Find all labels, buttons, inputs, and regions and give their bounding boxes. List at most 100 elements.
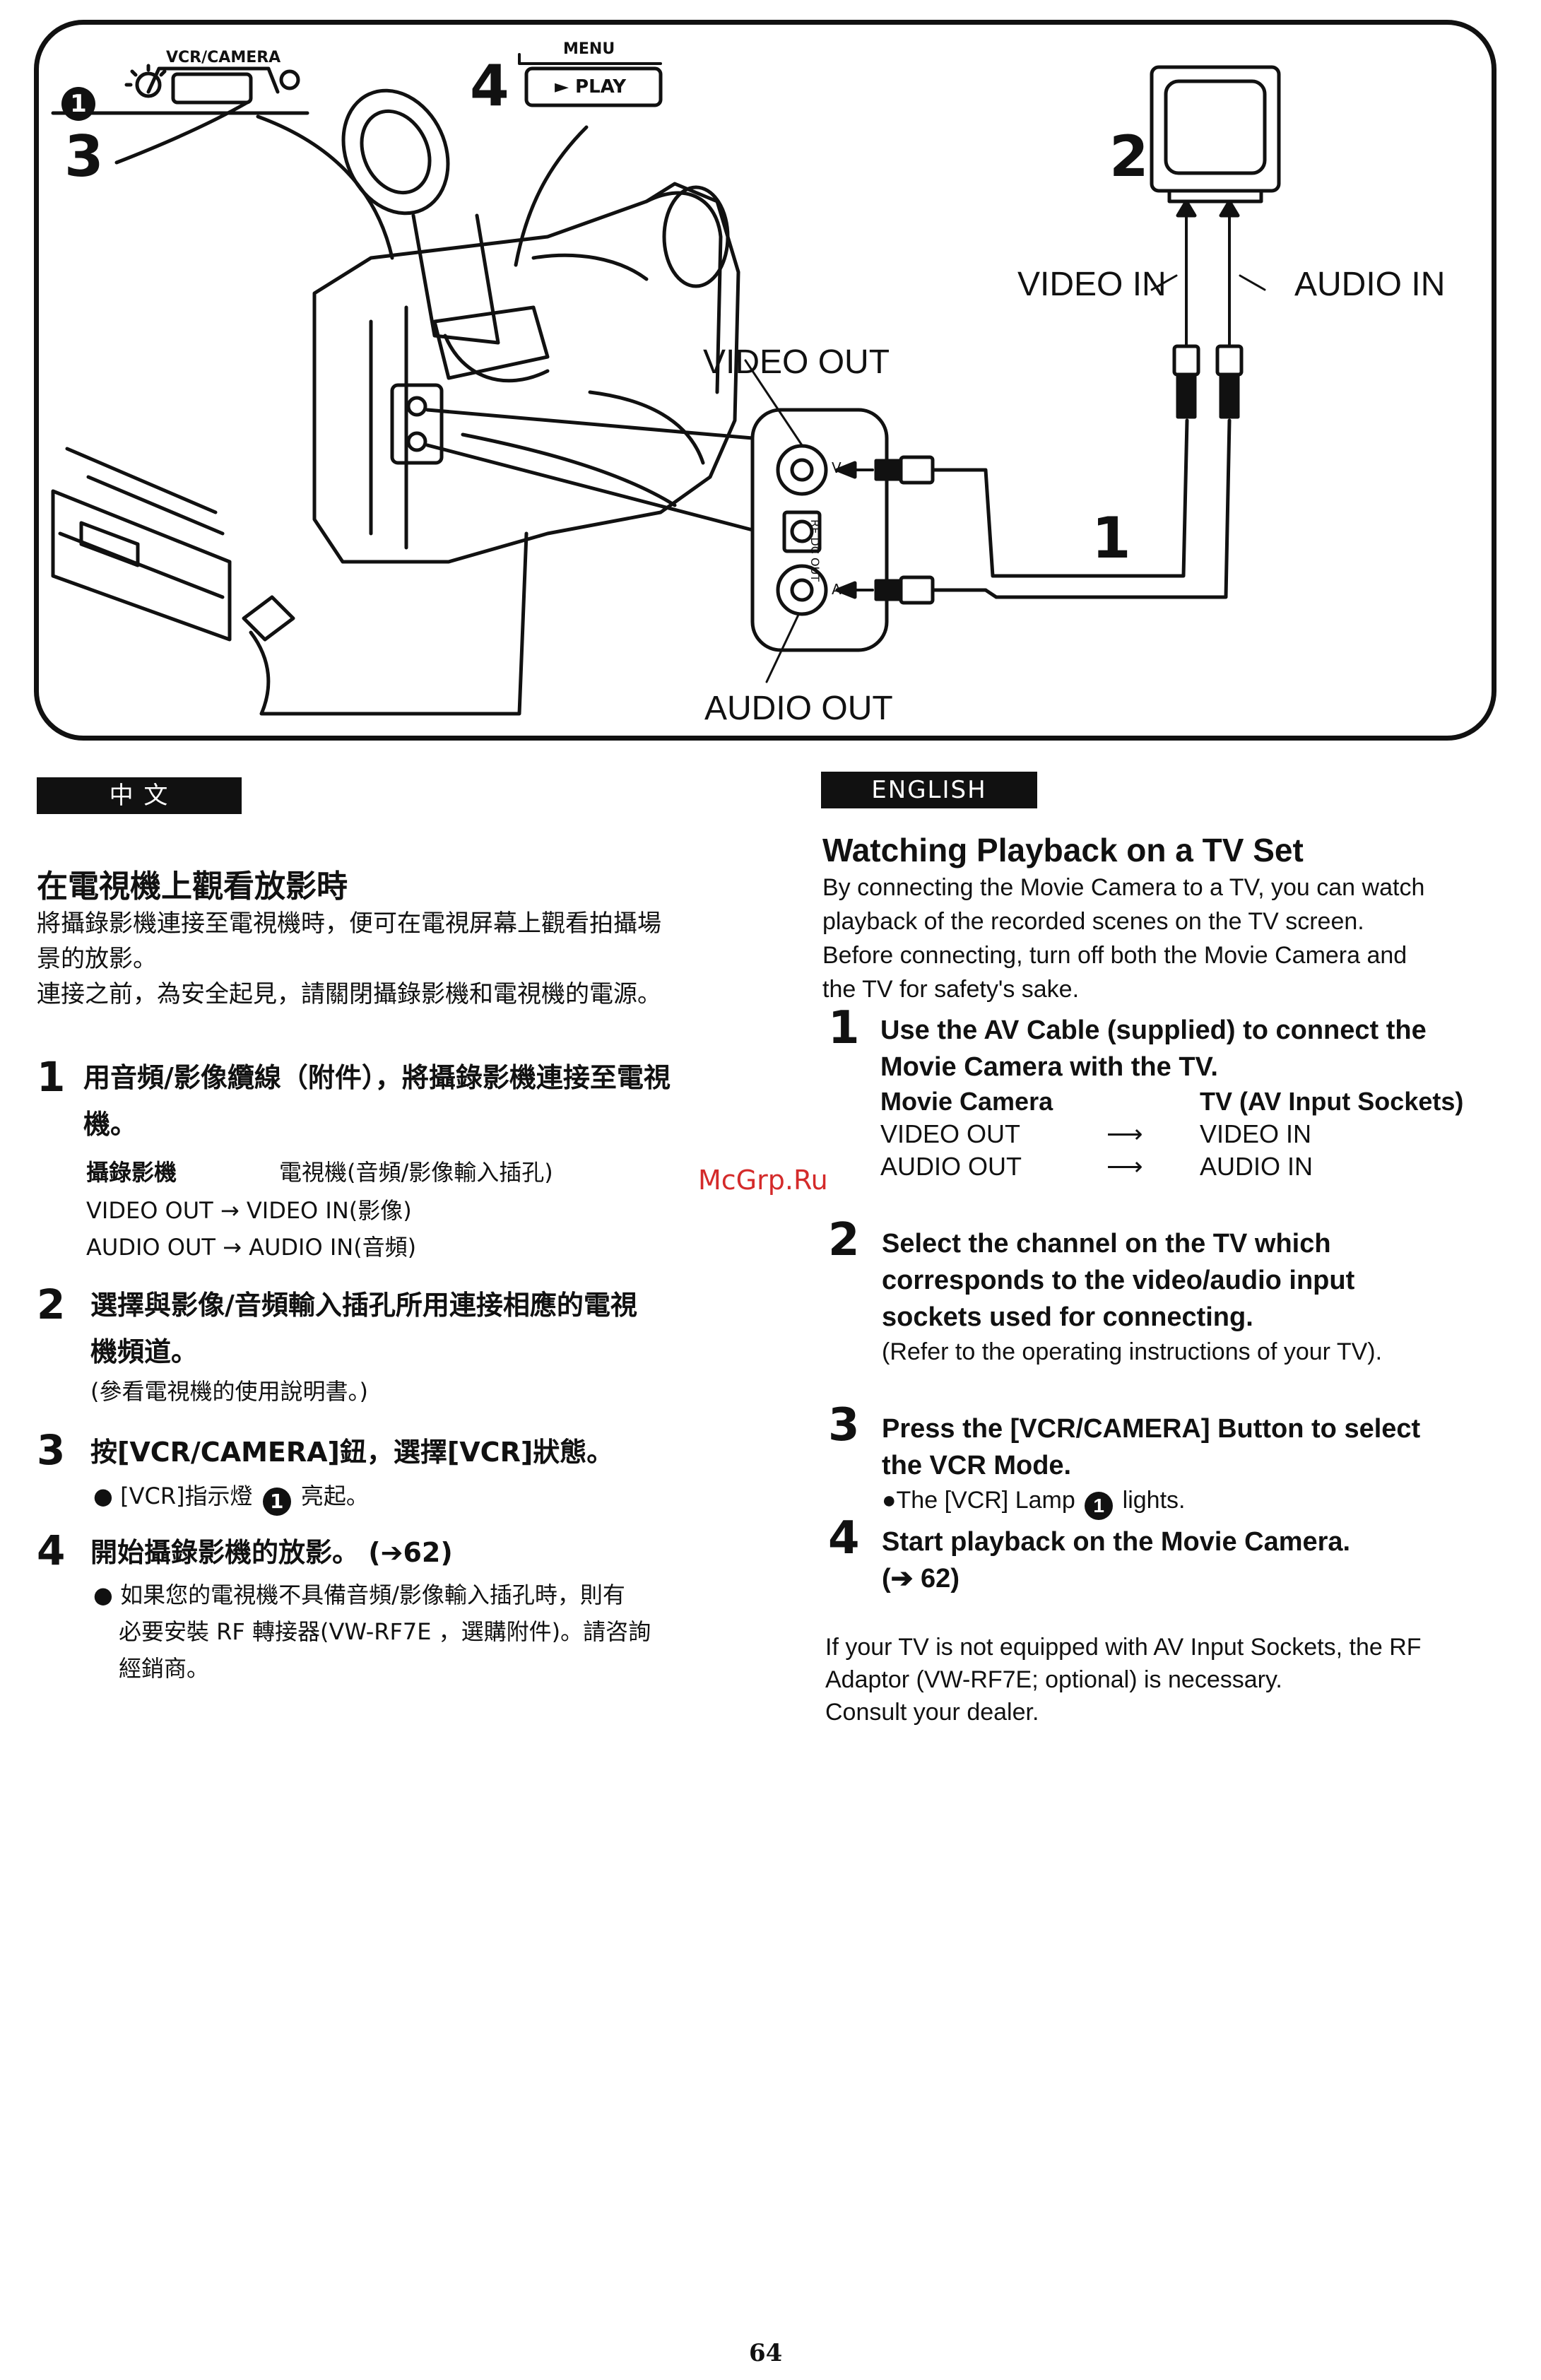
video-cable <box>931 418 1189 578</box>
camcorder-lens <box>662 185 730 288</box>
zh-step4-number: 4 <box>37 1526 66 1574</box>
zh-step3-number: 3 <box>37 1426 66 1474</box>
zh-step1-col1: 攝錄影機 <box>86 1159 177 1186</box>
zh-step2-number: 2 <box>37 1280 66 1329</box>
en-step2-number: 2 <box>828 1214 860 1266</box>
eyepiece-inner <box>360 109 432 195</box>
diagram-drawing <box>51 53 1281 716</box>
en-intro-line2: playback of the recorded scenes on the T… <box>822 908 1364 935</box>
callout-3: 3 <box>64 124 104 189</box>
en-step3-note-b: lights. <box>1122 1487 1186 1514</box>
chinese-section-tag: 中 文 <box>37 777 242 814</box>
callout-2: 2 <box>1109 124 1149 189</box>
leader-line-4 <box>514 125 589 267</box>
leader-line-3 <box>114 100 249 165</box>
rf-dc-out-label: RF DC OUT <box>808 519 822 582</box>
zh-title: 在電視機上觀看放影時 <box>37 868 348 905</box>
video-in-label: VIDEO IN <box>1017 266 1167 303</box>
zh-intro-line3: 連接之前，為安全起見，請關閉攝錄影機和電視機的電源。 <box>37 980 661 1008</box>
vcr-lamp-circle <box>279 69 300 90</box>
audio-in-pointer <box>1239 274 1266 291</box>
lamp-icon <box>135 71 162 98</box>
en-lamp-marker: 1 <box>1085 1492 1114 1520</box>
en-step3-line2: the VCR Mode. <box>882 1451 1072 1480</box>
eyepiece-outer <box>341 88 450 216</box>
en-table-header-camera: Movie Camera <box>880 1087 1053 1116</box>
jack-a-label: A <box>832 581 842 598</box>
zh-step3-note-b: 亮起。 <box>300 1483 369 1509</box>
en-title: Watching Playback on a TV Set <box>822 832 1304 868</box>
zh-step1-number: 1 <box>37 1053 66 1101</box>
en-step3-note: ●The [VCR] Lamp 1 lights. <box>882 1484 1185 1520</box>
en-step4-line2: (➔ 62) <box>882 1564 960 1593</box>
jack-v-label: V <box>832 459 842 476</box>
callout-4: 4 <box>470 53 509 119</box>
en-footer-line1: If your TV is not equipped with AV Input… <box>825 1634 1422 1661</box>
connection-diagram: 1 3 VCR/CAMERA 4 MENU ► PLAY 2 VIDEO IN … <box>34 20 1496 741</box>
vcr-camera-bracket <box>146 66 280 94</box>
en-step4-line1: Start playback on the Movie Camera. <box>882 1527 1351 1557</box>
en-table-header-tv: TV (AV Input Sockets) <box>1200 1087 1464 1116</box>
en-table-row2-arrow: ⟶ <box>1106 1152 1143 1181</box>
zh-step2-line1: 選擇與影像/音頻輸入插孔所用連接相應的電視 <box>90 1290 637 1321</box>
zh-step3-line1: 按[VCR/CAMERA]鈕，選擇[VCR]狀態。 <box>90 1437 614 1468</box>
en-table-row1-tv: VIDEO IN <box>1200 1119 1312 1148</box>
en-table-row1-camera: VIDEO OUT <box>880 1119 1021 1148</box>
zh-step4-line1: 開始攝錄影機的放影。 (➔62) <box>90 1537 453 1568</box>
zh-step2-note: (參看電視機的使用說明書。) <box>90 1378 368 1405</box>
en-step4-number: 4 <box>828 1512 860 1565</box>
tv-set <box>1150 65 1281 193</box>
zh-step1-col2: 電視機(音頻/影像輸入插孔) <box>279 1159 553 1186</box>
zh-step1-row1: VIDEO OUT → VIDEO IN(影像) <box>86 1197 412 1224</box>
video-out-pointer <box>744 359 803 447</box>
ac-adaptor <box>51 489 232 642</box>
video-out-label: VIDEO OUT <box>703 343 890 381</box>
lamp-marker-badge: 1 <box>61 87 95 121</box>
en-step1-number: 1 <box>828 1002 860 1054</box>
tv-screen <box>1164 79 1267 175</box>
audio-out-jack <box>776 564 828 616</box>
en-step3-number: 3 <box>828 1399 860 1451</box>
en-footer-line3: Consult your dealer. <box>825 1699 1039 1726</box>
jack-panel-zoom <box>750 408 889 652</box>
en-footer-line2: Adaptor (VW-RF7E; optional) is necessary… <box>825 1666 1282 1693</box>
zh-step3-note: ● [VCR]指示燈 1 亮起。 <box>93 1478 369 1516</box>
video-out-jack <box>776 444 828 496</box>
zh-step1-line1: 用音頻/影像纜線（附件），將攝錄影機連接至電視 <box>83 1062 671 1093</box>
leader-line-control <box>256 114 394 260</box>
dc-cable <box>249 531 529 716</box>
en-table-row1-arrow: ⟶ <box>1106 1119 1143 1148</box>
en-step2-line3: sockets used for connecting. <box>882 1302 1253 1332</box>
en-step2-note: (Refer to the operating instructions of … <box>882 1338 1383 1365</box>
en-step1-line2: Movie Camera with the TV. <box>880 1052 1218 1082</box>
play-label: ► PLAY <box>555 76 627 98</box>
zh-step4-note2: 必要安裝 RF 轉接器(VW-RF7E ，選購附件)。請咨詢 <box>119 1618 651 1645</box>
en-intro-line4: the TV for safety's sake. <box>822 976 1080 1003</box>
audio-cable <box>931 418 1232 599</box>
en-step2-line2: corresponds to the video/audio input <box>882 1266 1355 1295</box>
video-in-pointer <box>1150 274 1178 291</box>
audio-in-label: AUDIO IN <box>1294 266 1446 303</box>
en-table-row2-tv: AUDIO IN <box>1200 1152 1313 1181</box>
audio-out-label: AUDIO OUT <box>704 690 893 727</box>
zh-step3-note-a: ● [VCR]指示燈 <box>93 1483 253 1509</box>
english-section-tag: ENGLISH <box>821 772 1037 808</box>
vcr-camera-label: VCR/CAMERA <box>166 49 281 66</box>
dc-plug <box>242 595 295 642</box>
zh-step4-note3: 經銷商。 <box>119 1655 210 1682</box>
watermark: McGrp.Ru <box>698 1165 828 1196</box>
vcr-camera-button <box>171 72 253 105</box>
page-number: 64 <box>749 2339 783 2367</box>
en-table-row2-camera: AUDIO OUT <box>880 1152 1022 1181</box>
zh-lamp-marker: 1 <box>262 1488 291 1516</box>
en-step2-line1: Select the channel on the TV which <box>882 1229 1331 1259</box>
en-intro-line3: Before connecting, turn off both the Mov… <box>822 942 1407 969</box>
en-step1-line1: Use the AV Cable (supplied) to connect t… <box>880 1015 1427 1045</box>
zh-intro-line1: 將攝錄影機連接至電視機時，便可在電視屏幕上觀看拍攝場 <box>37 909 661 938</box>
play-button <box>524 66 663 107</box>
camcorder-side-panel <box>432 305 550 380</box>
zh-step4-note1: ● 如果您的電視機不具備音頻/影像輸入插孔時，則有 <box>93 1581 625 1608</box>
camera-jack-panel <box>390 383 444 465</box>
callout-1: 1 <box>1092 505 1131 571</box>
en-step3-note-a: ●The [VCR] Lamp <box>882 1487 1075 1514</box>
